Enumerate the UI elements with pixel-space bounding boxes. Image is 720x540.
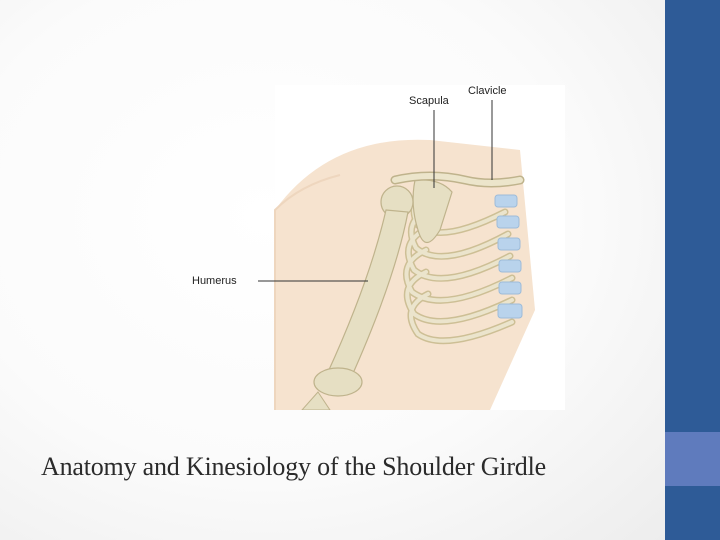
side-accent-block <box>665 432 720 486</box>
humerus-label: Humerus <box>192 275 237 287</box>
scapula-label: Scapula <box>409 95 449 107</box>
shoulder-anatomy-illustration <box>190 80 565 410</box>
clavicle-label: Clavicle <box>468 85 507 97</box>
slide-title: Anatomy and Kinesiology of the Shoulder … <box>41 452 546 482</box>
